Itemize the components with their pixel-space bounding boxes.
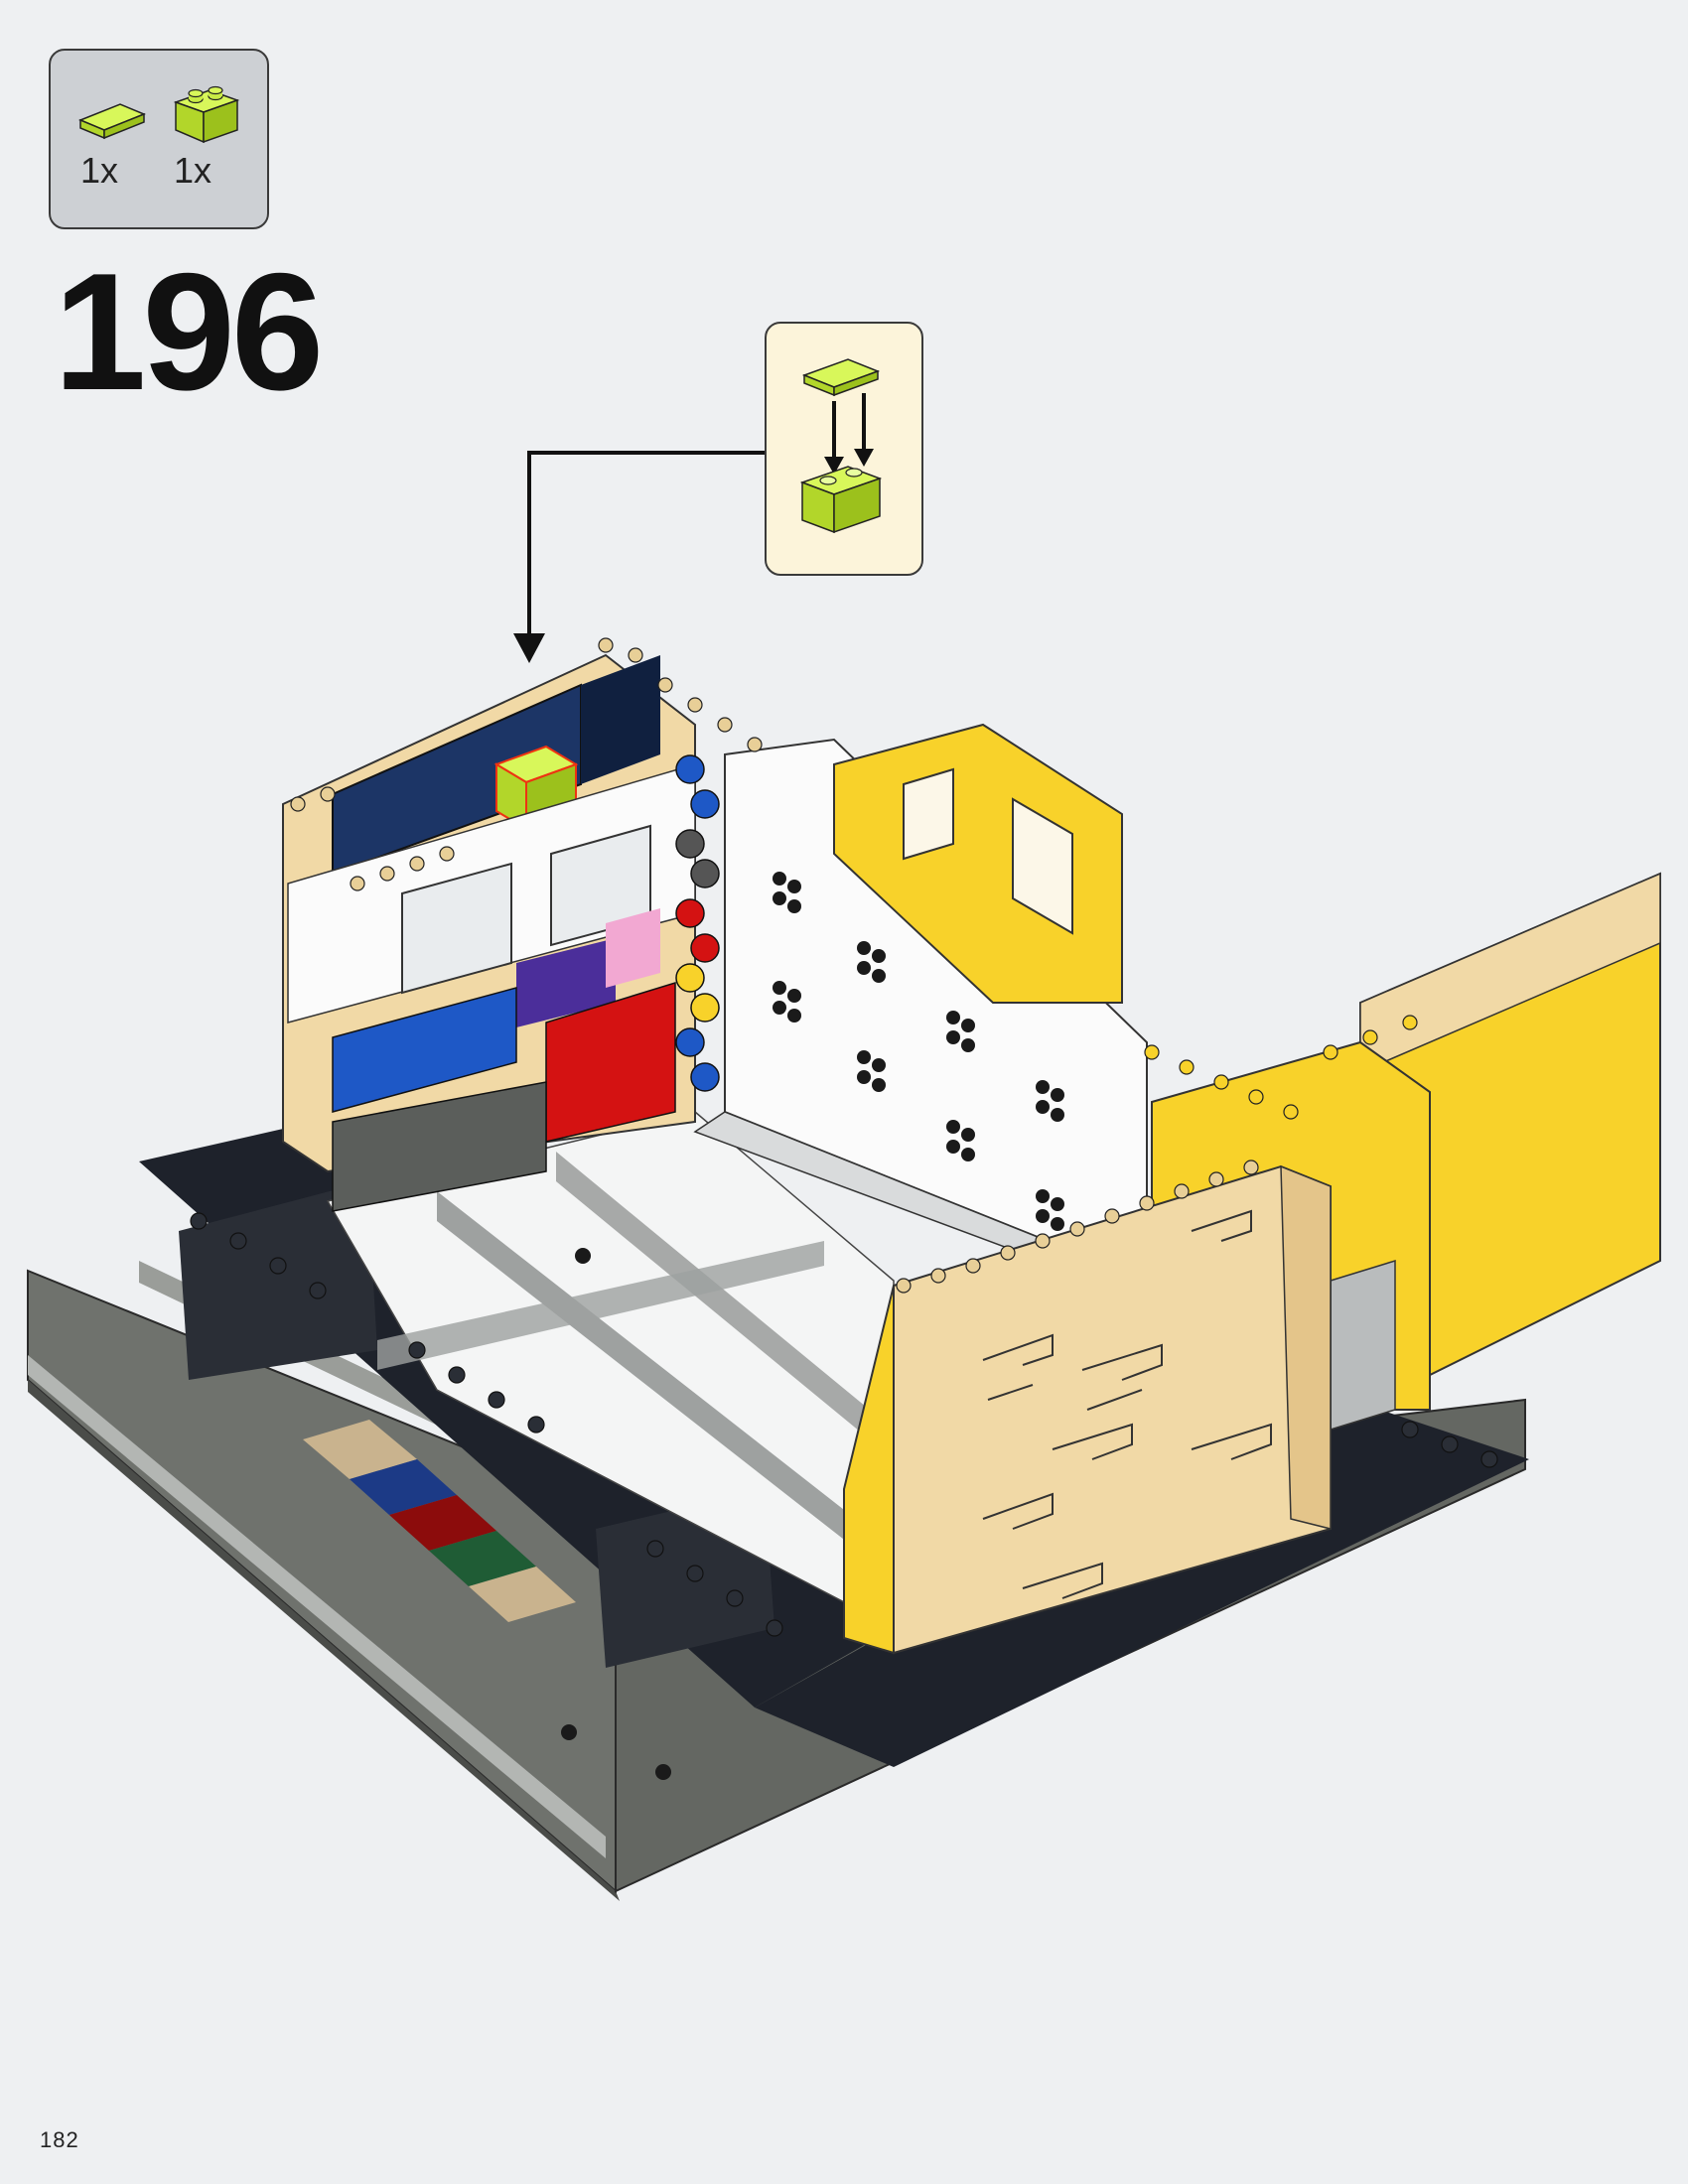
subassembly-diagram-icon <box>799 358 883 534</box>
side-connectors <box>675 754 720 1092</box>
lime-plate-icon <box>78 103 146 140</box>
parts-list-box: 1x 1x <box>49 49 269 229</box>
part-brick-quantity: 1x <box>174 150 212 191</box>
step-number: 196 <box>54 238 324 425</box>
part-plate: 1x <box>78 98 148 191</box>
wall-top-studs <box>290 637 1259 1294</box>
part-brick: 1x <box>172 84 241 191</box>
black-base-studs <box>190 1212 1498 1637</box>
floor-studs <box>561 1248 671 1780</box>
part-plate-quantity: 1x <box>80 150 119 191</box>
yellow-top-studs <box>1144 1015 1418 1120</box>
page-number: 182 <box>40 2127 79 2152</box>
callout-pointer-arrow <box>513 451 765 663</box>
subassembly-callout <box>765 322 923 576</box>
yellow-back-section <box>833 723 1123 1004</box>
back-left-wall <box>282 653 696 1212</box>
white-floor <box>326 1111 895 1630</box>
front-tan-wall <box>843 1164 1332 1655</box>
lime-brick-icon <box>173 85 240 144</box>
